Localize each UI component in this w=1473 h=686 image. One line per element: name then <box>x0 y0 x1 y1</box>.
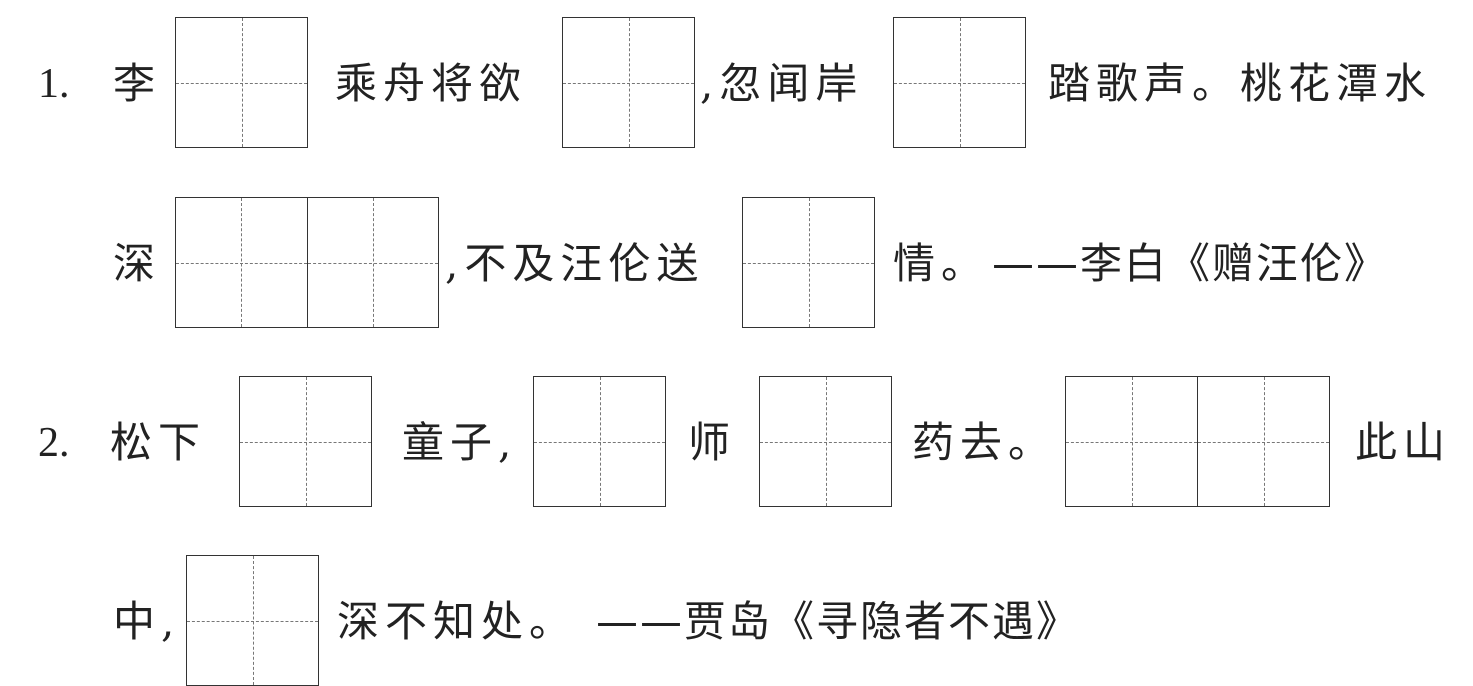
question-number: 1. <box>38 61 70 107</box>
poem-text: 乘舟将欲 <box>335 59 528 108</box>
poem-text: 师 <box>688 418 737 467</box>
poem-text: 情。 <box>893 239 990 288</box>
answer-box[interactable] <box>175 197 439 328</box>
poem-text: ,不及汪伦送 <box>445 239 705 288</box>
poem-text: 深 <box>113 239 162 288</box>
poem-attribution: ——贾岛《寻隐者不遇》 <box>596 597 1081 646</box>
poem-text: 药去。 <box>912 418 1057 467</box>
poem-text: 深不知处。 <box>337 597 578 646</box>
poem-text: 此山 <box>1355 418 1452 467</box>
poem-text: 李 <box>113 59 162 108</box>
question-number: 2. <box>38 420 70 466</box>
answer-box[interactable] <box>742 197 875 328</box>
answer-box[interactable] <box>759 376 892 507</box>
poem-text: 踏歌声。桃花潭水 <box>1048 59 1433 108</box>
answer-box[interactable] <box>186 555 319 686</box>
poem-text: 童子, <box>402 418 518 467</box>
answer-box[interactable] <box>1065 376 1330 507</box>
answer-box[interactable] <box>562 17 695 148</box>
answer-box[interactable] <box>239 376 372 507</box>
answer-box[interactable] <box>175 17 308 148</box>
answer-box[interactable] <box>533 376 666 507</box>
poem-text: ,忽闻岸 <box>700 59 864 108</box>
poem-text: 松下 <box>110 418 207 467</box>
poem-attribution: ——李白《赠汪伦》 <box>992 239 1389 288</box>
poem-text: 中, <box>113 597 181 646</box>
answer-box[interactable] <box>893 17 1026 148</box>
